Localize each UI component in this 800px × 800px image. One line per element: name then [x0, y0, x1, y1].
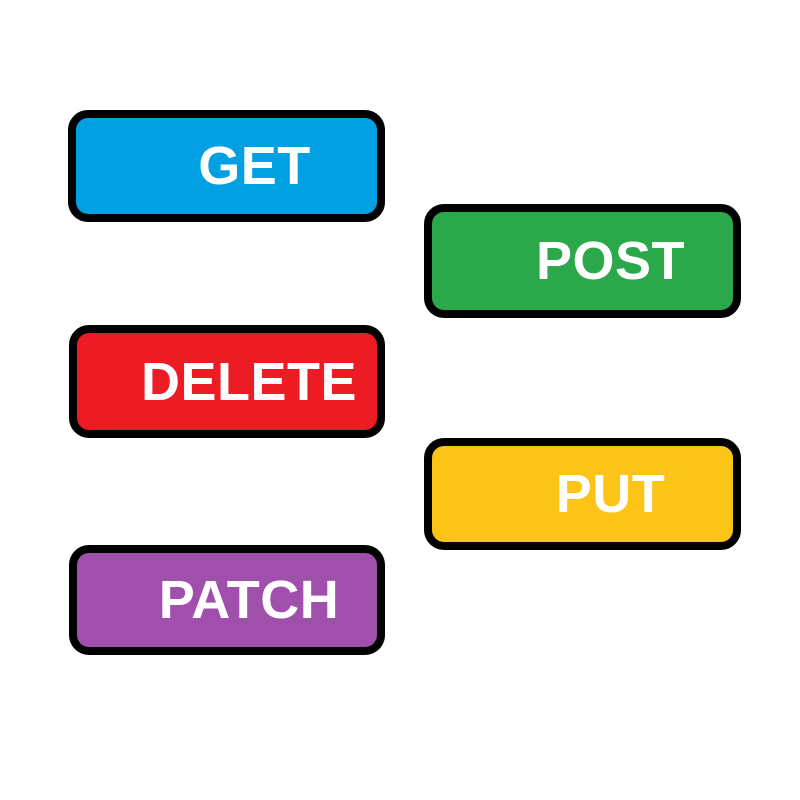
http-method-label-post: POST	[535, 231, 686, 291]
http-method-label-delete: DELETE	[140, 351, 358, 412]
http-method-button-patch[interactable]: PATCH	[69, 545, 385, 655]
http-method-label-put: PUT	[555, 464, 666, 524]
http-method-button-get[interactable]: GET	[68, 110, 385, 222]
http-method-label-get: GET	[198, 136, 311, 196]
http-method-button-post[interactable]: POST	[424, 204, 741, 318]
http-method-button-delete[interactable]: DELETE	[69, 325, 385, 438]
http-method-label-patch: PATCH	[158, 570, 340, 630]
http-method-button-put[interactable]: PUT	[424, 438, 741, 550]
